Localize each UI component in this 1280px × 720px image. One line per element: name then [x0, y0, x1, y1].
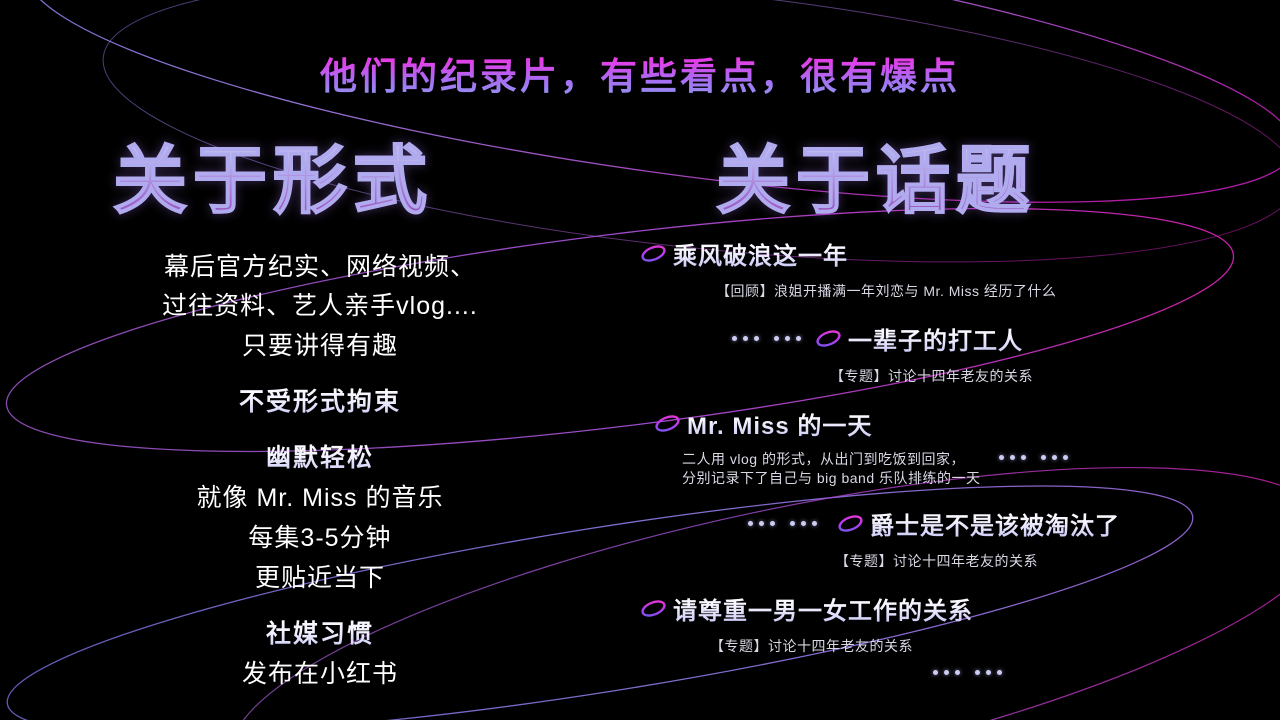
page-title: 他们的纪录片，有些看点，很有爆点	[0, 46, 1280, 100]
ring-icon	[815, 330, 842, 347]
ring-icon	[640, 600, 667, 617]
topic-4-head: 爵士是不是该被淘汰了	[640, 506, 1240, 541]
ellipsis-dots-icon	[748, 521, 823, 526]
dot	[1020, 455, 1026, 460]
topic-item[interactable]: 一辈子的打工人 【专题】讨论十四年老友的关系	[640, 321, 1240, 386]
topic-2-title: 一辈子的打工人	[848, 321, 1023, 356]
left-line-4: 不受形式拘束	[40, 382, 600, 422]
left-line-5: 幽默轻松	[40, 438, 600, 478]
topic-2-head: 一辈子的打工人	[640, 321, 1240, 356]
left-line-2: 过往资料、艺人亲手vlog....	[162, 292, 478, 320]
right-column-body: 乘风破浪这一年 【回顾】浪姐开播满一年刘恋与 Mr. Miss 经历了什么 一辈…	[640, 236, 1240, 675]
ellipsis-dots-icon	[998, 455, 1074, 460]
left-line-9: 社媒习惯	[40, 614, 600, 654]
left-line-6: 就像 Mr. Miss 的音乐	[196, 484, 444, 512]
topic-3-head: Mr. Miss 的一天	[640, 406, 1240, 441]
dot	[770, 521, 775, 526]
section-heading-left-text: 关于形式	[112, 121, 433, 228]
dot	[732, 336, 737, 341]
dot	[996, 670, 1002, 675]
topic-3-subtitle: 二人用 vlog 的形式，从出门到吃饭到回家，	[682, 451, 965, 467]
section-heading-right-text: 关于话题	[715, 121, 1036, 228]
topic-item[interactable]: 请尊重一男一女工作的关系 【专题】讨论十四年老友的关系	[640, 591, 1240, 656]
topic-item[interactable]: Mr. Miss 的一天 二人用 vlog 的形式，从出门到吃饭到回家， 分别记…	[640, 406, 1240, 488]
dot	[932, 670, 938, 675]
dot	[1062, 455, 1068, 460]
left-line-10: 发布在小红书	[241, 660, 398, 688]
left-line-8: 更贴近当下	[254, 564, 385, 592]
topic-5-title: 请尊重一男一女工作的关系	[673, 591, 973, 626]
topic-3-subtitle-row: 二人用 vlog 的形式，从出门到吃饭到回家， 分别记录下了自己与 big ba…	[640, 450, 1240, 488]
topic-4-subtitle: 【专题】讨论十四年老友的关系	[835, 553, 1038, 569]
topic-1-subtitle: 【回顾】浪姐开播满一年刘恋与 Mr. Miss 经历了什么	[716, 283, 1057, 299]
left-line-7: 每集3-5分钟	[248, 524, 392, 552]
dot	[743, 336, 748, 341]
dot	[801, 521, 806, 526]
dot	[796, 336, 801, 341]
topic-3-title: Mr. Miss 的一天	[687, 406, 872, 441]
topic-2-subtitle: 【专题】讨论十四年老友的关系	[830, 368, 1033, 384]
ring-icon	[654, 415, 681, 432]
dot	[774, 336, 779, 341]
dot	[1051, 455, 1057, 460]
dot	[759, 521, 764, 526]
dot	[954, 670, 960, 675]
dot	[790, 521, 795, 526]
dot	[1009, 455, 1015, 460]
left-column-body: 幕后官方纪实、网络视频、 过往资料、艺人亲手vlog.... 只要讲得有趣 不受…	[40, 248, 600, 694]
dot	[998, 455, 1004, 460]
topic-3-subtitle-2: 分别记录下了自己与 big band 乐队排练的一天	[682, 470, 981, 486]
dot	[812, 521, 817, 526]
topic-item[interactable]: 爵士是不是该被淘汰了 【专题】讨论十四年老友的关系	[640, 506, 1240, 571]
dot	[1040, 455, 1046, 460]
topic-item[interactable]: 乘风破浪这一年 【回顾】浪姐开播满一年刘恋与 Mr. Miss 经历了什么	[640, 236, 1240, 301]
ellipsis-dots-icon	[732, 336, 807, 341]
spacer-1	[40, 366, 600, 382]
left-line-1: 幕后官方纪实、网络视频、	[163, 253, 476, 281]
topic-1-title: 乘风破浪这一年	[673, 236, 848, 271]
footer-ellipsis-dots-icon	[640, 670, 1240, 675]
topic-4-title: 爵士是不是该被淘汰了	[870, 506, 1120, 541]
dot	[943, 670, 949, 675]
dot	[974, 670, 980, 675]
ring-icon	[837, 515, 864, 532]
dot	[785, 336, 790, 341]
dot	[985, 670, 991, 675]
topic-5-head: 请尊重一男一女工作的关系	[640, 591, 1240, 626]
spacer-2	[40, 422, 600, 438]
topic-5-subtitle: 【专题】讨论十四年老友的关系	[710, 638, 913, 654]
dot	[748, 521, 753, 526]
dot	[754, 336, 759, 341]
ring-icon	[640, 245, 667, 262]
left-line-3: 只要讲得有趣	[241, 332, 398, 360]
spacer-3	[40, 598, 600, 614]
topic-1-head: 乘风破浪这一年	[640, 236, 1240, 271]
